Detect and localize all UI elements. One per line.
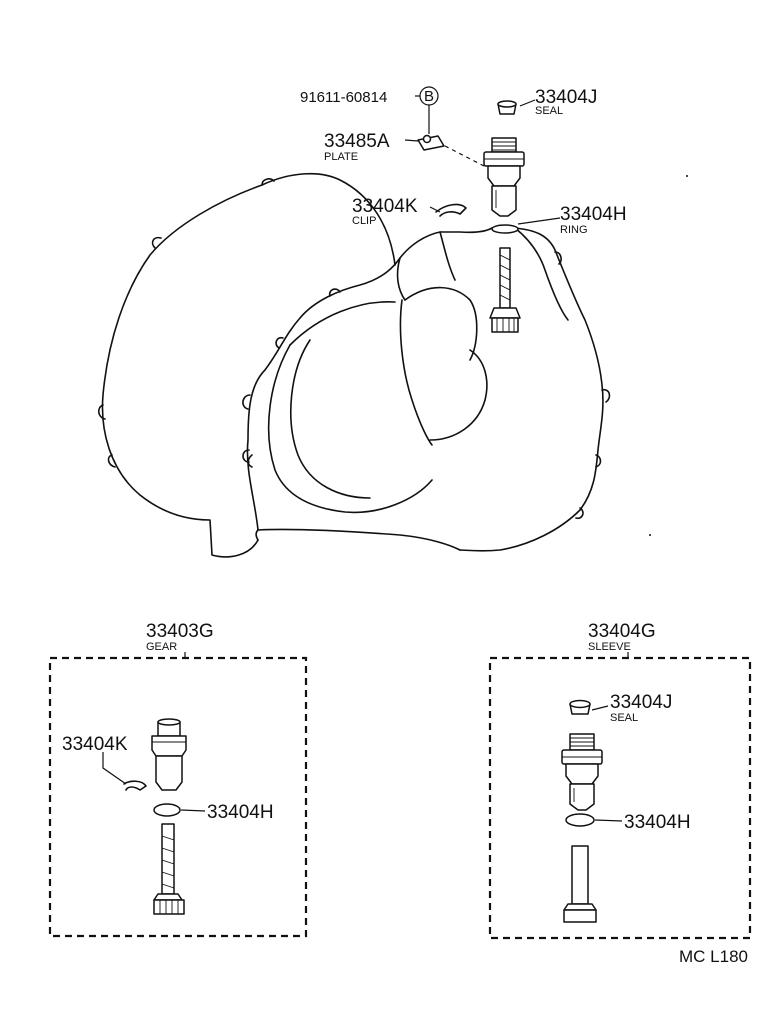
diagram-code: MC L180: [679, 947, 748, 966]
gear-kit-clip-label: 33404K: [62, 734, 128, 755]
plate-part-number: 33485A: [324, 131, 390, 152]
ring-main: [491, 224, 519, 234]
transmission-housing: [97, 172, 611, 558]
seal-name: SEAL: [535, 105, 563, 117]
bolt-symbol-letter: B: [424, 88, 434, 105]
sleeve-kit-seal: [569, 699, 591, 715]
sleeve-kit-box: 33404G SLEEVE 33404J: [488, 621, 752, 940]
sleeve-kit-shaft-outline: [563, 845, 597, 923]
clip-name: CLIP: [352, 215, 376, 227]
gear-kit-part-number: 33403G: [146, 621, 214, 642]
sleeve-kit-name: SLEEVE: [588, 641, 631, 653]
clip-main: [435, 203, 467, 217]
clip-part-number: 33404K: [352, 196, 418, 217]
plate-name: PLATE: [324, 151, 358, 163]
seal-main: [497, 100, 517, 115]
plate-main: [417, 134, 445, 151]
sleeve-kit-ring-label: 33404H: [624, 812, 691, 833]
gear-kit-clip: [123, 780, 147, 791]
bolt-part-number: 91611-60814: [300, 89, 387, 106]
gear-kit-ring: [153, 803, 181, 817]
sleeve-kit-ring: [565, 813, 595, 827]
gear-kit-shaft: [153, 823, 185, 915]
ring-part-number: 33404H: [560, 204, 627, 225]
driven-gear-main: [489, 247, 521, 333]
sleeve-kit-seal-name: SEAL: [610, 712, 638, 724]
sleeve-kit-seal-label: 33404J: [610, 692, 672, 713]
sleeve-kit-part-number: 33404G: [588, 621, 656, 642]
gear-kit-box: 33403G GEAR: [48, 621, 308, 938]
seal-part-number: 33404J: [535, 87, 597, 108]
sleeve-kit-sleeve: [561, 733, 603, 811]
gear-kit-name: GEAR: [146, 641, 177, 653]
sleeve-main: [483, 137, 525, 217]
gear-kit-ring-label: 33404H: [207, 802, 274, 823]
ring-name: RING: [560, 224, 588, 236]
gear-kit-shaft-top: [151, 718, 187, 791]
bolt-symbol: B: [419, 86, 439, 106]
